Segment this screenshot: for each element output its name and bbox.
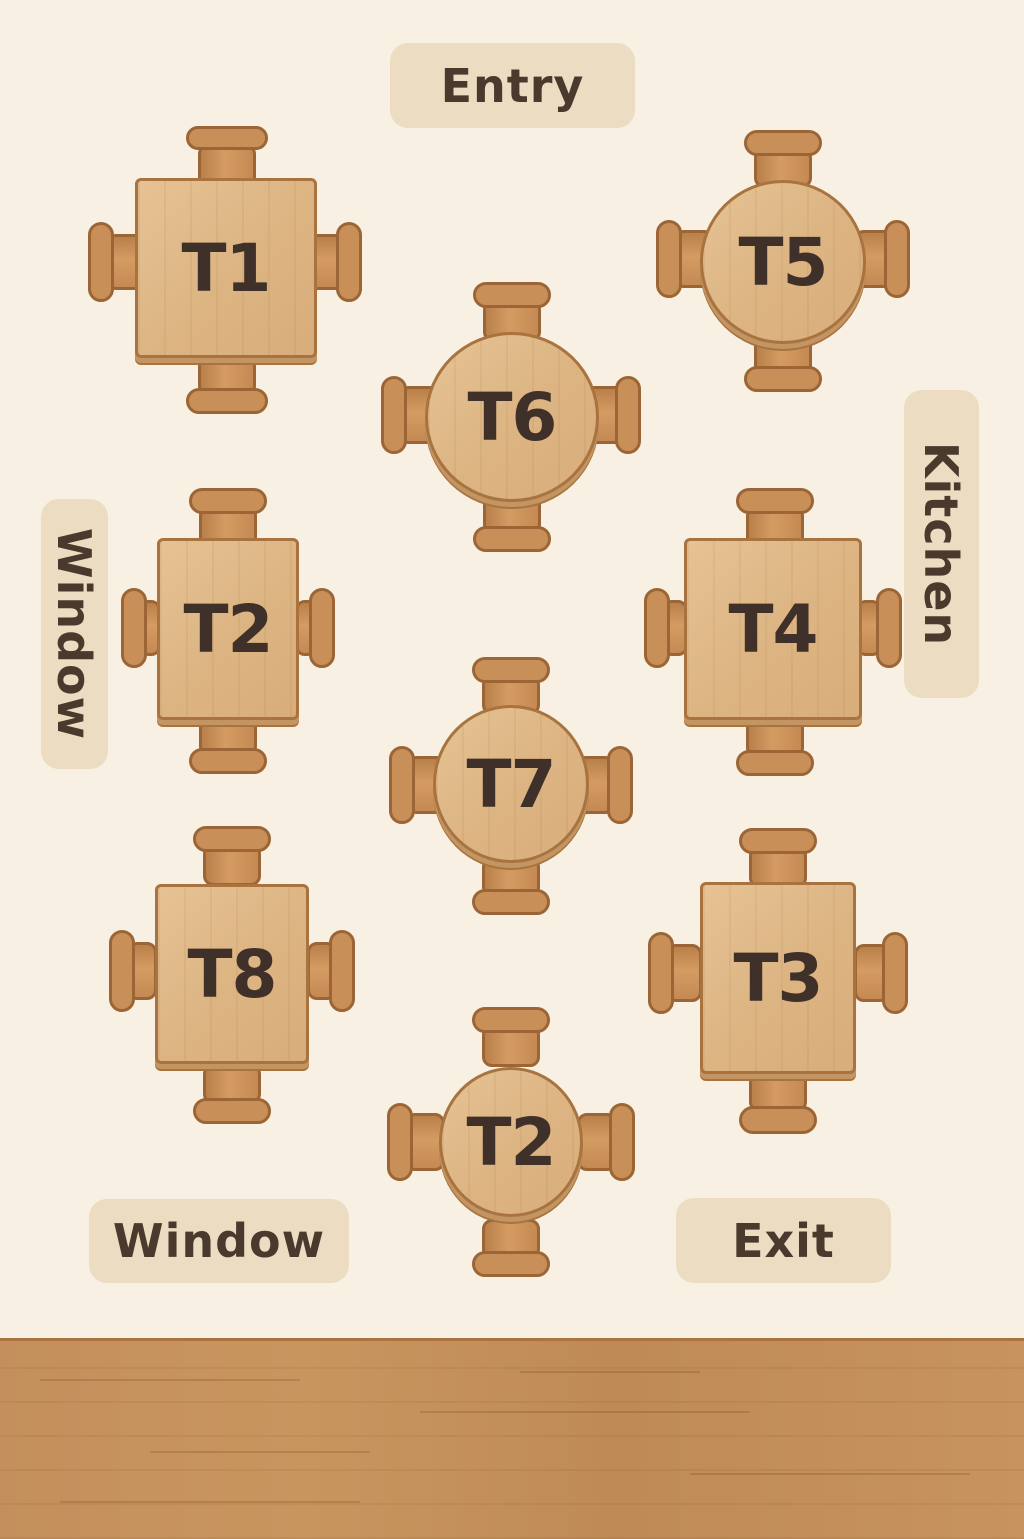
table-label: T5 <box>738 223 829 301</box>
table-top: T4 <box>684 538 862 720</box>
zone-entry-text: Entry <box>440 58 585 113</box>
chair <box>656 220 682 298</box>
table-label: T1 <box>181 229 272 307</box>
chair <box>389 746 415 824</box>
chair <box>744 130 822 156</box>
chair <box>121 588 147 668</box>
chair <box>193 1098 271 1124</box>
chair <box>739 1106 817 1134</box>
table-label: T2 <box>466 1103 557 1181</box>
table-label: T4 <box>728 590 819 668</box>
chair <box>744 366 822 392</box>
chair <box>644 588 670 668</box>
zone-kitchen-label: Kitchen <box>904 390 979 698</box>
table-t4[interactable]: T4 <box>644 488 902 778</box>
table-top: T5 <box>700 180 866 344</box>
table-label: T7 <box>466 745 557 823</box>
table-t7[interactable]: T7 <box>389 657 633 915</box>
chair <box>609 1103 635 1181</box>
chair <box>882 932 908 1014</box>
zone-exit-text: Exit <box>732 1213 835 1268</box>
zone-window-bottom-text: Window <box>112 1214 326 1268</box>
chair <box>473 526 551 552</box>
zone-window-bottom-label: Window <box>89 1199 349 1283</box>
wood-floor-strip <box>0 1338 1024 1539</box>
zone-kitchen-text: Kitchen <box>914 441 969 647</box>
chair <box>387 1103 413 1181</box>
table-top: T1 <box>135 178 317 358</box>
chair <box>189 488 267 514</box>
table-top: T2 <box>439 1067 583 1217</box>
chair <box>736 488 814 514</box>
chair <box>329 930 355 1012</box>
table-top: T8 <box>155 884 309 1064</box>
table-t2-square[interactable]: T2 <box>121 488 335 778</box>
table-t2-round[interactable]: T2 <box>387 1007 635 1277</box>
chair <box>648 932 674 1014</box>
zone-window-side-label: Window <box>41 499 108 769</box>
chair <box>186 388 268 414</box>
zone-window-side-text: Window <box>47 527 102 741</box>
table-t8[interactable]: T8 <box>109 826 355 1126</box>
table-t6[interactable]: T6 <box>381 282 643 552</box>
chair <box>736 750 814 776</box>
chair <box>876 588 902 668</box>
chair <box>381 376 407 454</box>
table-t3[interactable]: T3 <box>648 828 908 1136</box>
table-label: T8 <box>187 935 278 1013</box>
table-label: T6 <box>467 378 558 456</box>
chair <box>472 1251 550 1277</box>
table-label: T3 <box>733 939 824 1017</box>
chair <box>189 748 267 774</box>
chair <box>472 1007 550 1033</box>
chair <box>472 889 550 915</box>
table-top: T2 <box>157 538 299 720</box>
table-top: T6 <box>425 332 599 502</box>
chair <box>336 222 362 302</box>
chair <box>109 930 135 1012</box>
chair <box>309 588 335 668</box>
table-t5[interactable]: T5 <box>656 130 912 392</box>
chair <box>739 828 817 854</box>
chair <box>472 657 550 683</box>
table-top: T3 <box>700 882 856 1074</box>
chair <box>186 126 268 150</box>
chair <box>88 222 114 302</box>
chair <box>473 282 551 308</box>
table-top: T7 <box>433 705 589 863</box>
zone-exit-label: Exit <box>676 1198 891 1283</box>
zone-entry-label: Entry <box>390 43 635 128</box>
chair <box>884 220 910 298</box>
table-t1[interactable]: T1 <box>88 126 363 414</box>
chair <box>607 746 633 824</box>
chair <box>615 376 641 454</box>
chair <box>193 826 271 852</box>
table-label: T2 <box>183 590 274 668</box>
